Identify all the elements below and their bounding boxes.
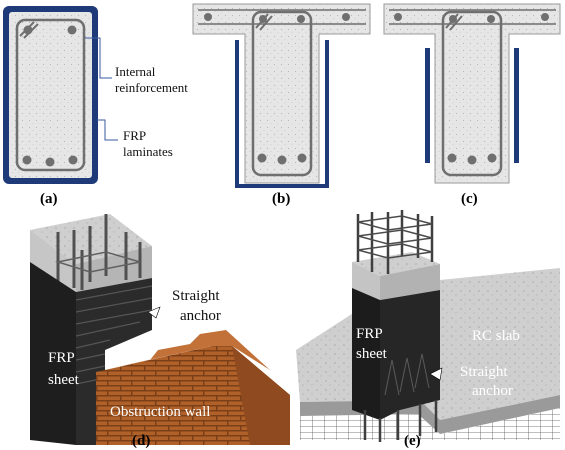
frp-u-jacket — [235, 40, 329, 188]
panel-e-label: (e) — [404, 433, 421, 449]
bottom-rebars — [363, 400, 438, 442]
obstruction-wall-steps — [112, 330, 270, 370]
panel-c-label: (c) — [461, 191, 478, 207]
frp-sheet-side — [76, 278, 152, 445]
leader-frp-laminates — [97, 119, 118, 141]
column-upper-side — [76, 246, 152, 292]
panel-c: (c) — [383, 3, 561, 207]
obstruction-wall-label: Obstruction wall — [110, 404, 210, 420]
frp-laminates-label: FRP laminates — [123, 128, 173, 159]
frp-sheet-side — [380, 290, 440, 420]
t-beam-section — [192, 3, 371, 184]
fan-anchors — [384, 353, 430, 396]
frp-side-laminate-right — [514, 48, 519, 163]
rc-slab-label: RC slab — [472, 328, 520, 344]
frp-sheet-front — [352, 288, 380, 420]
panel-a-label: (a) — [40, 191, 58, 207]
column-concrete-front — [352, 262, 380, 300]
obstruction-wall-side — [232, 346, 290, 445]
rebars — [22, 25, 78, 167]
leader-internal-reinforcement — [85, 37, 112, 79]
rebar-ties — [357, 215, 433, 259]
straight-anchor-pointer — [147, 306, 161, 319]
column-concrete-side — [380, 264, 440, 300]
panel-e: FRP sheet RC slab Straight anchor (e) — [296, 210, 560, 449]
panel-b: (b) — [192, 3, 371, 207]
panel-b-label: (b) — [272, 191, 290, 207]
straight-anchor-label: Straight anchor — [172, 288, 223, 324]
anchor-rows — [75, 285, 153, 385]
panel-d: FRP sheet Straight anchor Obstruction wa… — [30, 214, 290, 449]
column-upper-front — [30, 230, 76, 292]
frp-side-laminate-left — [425, 48, 430, 163]
frp-sheet-label: FRP sheet — [48, 350, 80, 388]
straight-anchor-pointer — [429, 367, 443, 381]
panel-a: Internal reinforcement FRP laminates (a) — [3, 6, 188, 207]
beam-section — [9, 12, 92, 178]
stirrup — [441, 10, 503, 177]
frp-sheet-label: FRP sheet — [356, 326, 388, 362]
straight-anchor-label: Straight anchor — [460, 364, 513, 399]
stirrup — [251, 10, 313, 177]
rebars — [204, 13, 350, 165]
frp-sheet-front — [30, 262, 76, 445]
t-beam-section — [383, 3, 561, 184]
internal-reinforcement-label: Internal reinforcement — [115, 64, 188, 95]
stirrup — [15, 18, 86, 172]
rebar-ties — [55, 251, 141, 273]
rebars — [394, 13, 549, 165]
panel-d-label: (d) — [132, 433, 150, 449]
